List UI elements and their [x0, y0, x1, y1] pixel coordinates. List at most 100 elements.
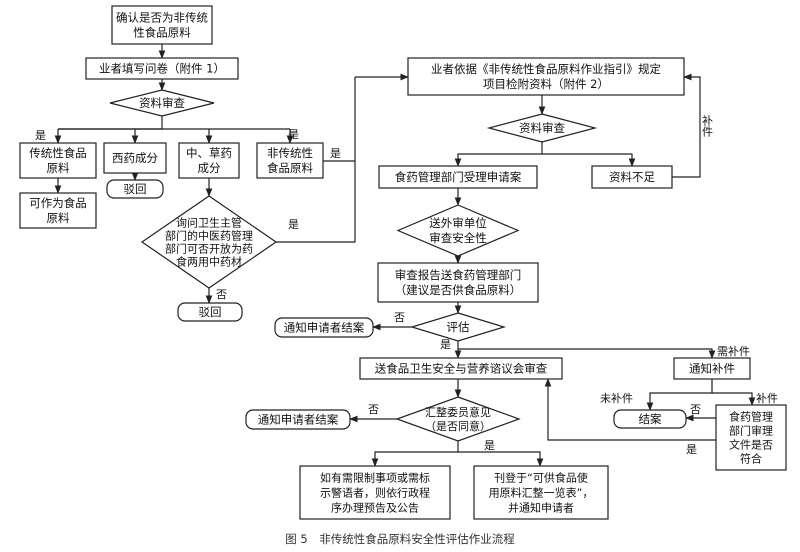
label-need-supp: 需补件 [717, 345, 750, 358]
edge-labels: 是 是 是 是 否 补件 否 是 需补件 否 是 未补件 补件 否 是 [35, 115, 778, 456]
node-review1-text: 资料审查 [139, 96, 185, 110]
node-line: 结案 [639, 412, 662, 426]
node-western: 西药成分 [103, 142, 167, 174]
node-line: 可作为食品 [29, 196, 87, 210]
node-line: 业者填写问卷（附件 1） [99, 62, 225, 76]
node-chinese-text: 中、草药成分 [186, 146, 232, 175]
label-yes-nontrad-guide: 是 [330, 147, 341, 160]
label-supplement-vertical: 补件 [701, 115, 714, 138]
node-line: 食两用中药材 [176, 254, 242, 268]
node-line: 送食品卫生安全与营养谘议会审查 [375, 362, 548, 376]
label-no-doc: 否 [690, 403, 701, 416]
label-yes-consult: 是 [288, 218, 299, 231]
node-line: 资料审查 [519, 121, 565, 135]
node-insufficient-text: 资料不足 [609, 170, 655, 184]
node-questionnaire-text: 业者填写问卷（附件 1） [99, 62, 225, 76]
figure-caption: 图 5 非传统性食品原料安全性评估作业流程 [285, 532, 515, 546]
label-not-supp: 未补件 [600, 392, 633, 405]
node-accept: 食药管理部门受理申请案 [378, 165, 538, 189]
node-line: 驳回 [124, 182, 147, 196]
node-line: 资料审查 [139, 96, 185, 110]
node-line: （建议是否供食品原料） [395, 283, 522, 297]
node-consult-text: 询问卫生主管部门的中医药管理部门可否开放为药食两用中药材 [165, 215, 253, 268]
node-unit-review-text: 送外审单位审查安全性 [429, 216, 487, 245]
node-line: 食药管理 [729, 409, 773, 423]
node-close: 结案 [613, 409, 687, 429]
node-line: 用原料汇整一览表”， [489, 485, 594, 499]
node-notify-close1-text: 通知申请者结案 [284, 321, 365, 335]
node-summary-text: 汇整委员意见（是否同意） [425, 405, 491, 433]
node-line: 如有需限制事项或需标 [320, 470, 430, 484]
node-line: 部门的中医药管理 [165, 228, 253, 242]
edge-review1-branches [58, 116, 163, 130]
node-evaluate: 评估 [409, 312, 507, 342]
node-questionnaire: 业者填写问卷（附件 1） [85, 57, 239, 80]
node-notify-supp-text: 通知补件 [689, 362, 735, 376]
nodes: 确认是否为非传统性食品原料 业者填写问卷（附件 1） 资料审查 传统性食品原料 … [19, 5, 787, 520]
node-line: 汇整委员意见 [425, 405, 491, 419]
label-yes-summary: 是 [484, 439, 495, 452]
edge-evaluate-notifysupp [458, 348, 716, 359]
node-line: 原料 [47, 211, 70, 225]
edge-insufficient-guide [672, 73, 701, 178]
node-line: 性食品原料 [133, 26, 191, 40]
node-doc-check-text: 食药管理部门审理文件是否符合 [729, 409, 773, 465]
node-line: 驳回 [199, 305, 222, 319]
node-line: 符合 [740, 451, 762, 465]
node-reject1-text: 驳回 [124, 182, 147, 196]
node-food-ok: 可作为食品原料 [19, 192, 97, 229]
node-confirm-text: 确认是否为非传统性食品原料 [116, 11, 208, 40]
label-yes-nontrad: 是 [288, 128, 299, 141]
node-line: 非传统性 [267, 146, 313, 160]
node-chinese: 中、草药成分 [178, 142, 240, 179]
edges [54, 44, 756, 467]
node-line: 项目检附资料（附件 2） [483, 77, 609, 91]
node-guide-text: 业者依据《非传统性食品原料作业指引》规定项目检附资料（附件 2） [431, 62, 661, 91]
node-reject2: 驳回 [177, 302, 243, 322]
node-line: 食药管理部门受理申请案 [395, 170, 522, 184]
node-insufficient: 资料不足 [591, 165, 673, 189]
node-line: 中、草药 [186, 146, 232, 160]
node-nontrad: 非传统性食品原料 [256, 142, 324, 179]
label-no-summary: 否 [368, 403, 379, 416]
node-line: 并通知申请者 [508, 500, 574, 514]
edge-doccheck-committee [544, 378, 716, 441]
edge-notifysupp-doccheck [712, 392, 756, 406]
node-committee-text: 送食品卫生安全与营养谘议会审查 [375, 362, 548, 376]
edge-summary-branch [371, 441, 459, 467]
label-yes-doc: 是 [686, 443, 697, 456]
node-confirm: 确认是否为非传统性食品原料 [111, 5, 213, 45]
node-guide: 业者依据《非传统性食品原料作业指引》规定项目检附资料（附件 2） [407, 57, 685, 96]
node-line: 文件是否 [729, 437, 773, 451]
node-notify-close2-text: 通知申请者结案 [258, 413, 339, 427]
node-review2: 资料审查 [486, 113, 598, 143]
node-traditional: 传统性食品原料 [19, 142, 97, 179]
node-reject1: 驳回 [106, 179, 164, 199]
node-line: 序办理预告及公告 [331, 500, 419, 514]
node-line: 西药成分 [112, 151, 158, 165]
node-notify-supp: 通知补件 [673, 357, 751, 380]
edge-review2-branch [454, 142, 543, 167]
node-line: 通知补件 [689, 362, 735, 376]
node-line: 询问卫生主管 [176, 215, 242, 229]
edge-consult-guide [276, 77, 356, 243]
node-summary: 汇整委员意见（是否同意） [395, 396, 521, 442]
node-line: 审查安全性 [429, 231, 487, 245]
node-restrict: 如有需限制事项或需标示警语者，则依行政程序办理预告及公告 [299, 465, 451, 520]
node-line: 示警语者，则依行政程 [320, 485, 430, 499]
label-yes-evaluate: 是 [440, 338, 451, 351]
edge-review2-insufficient [542, 153, 636, 167]
node-line: 部门审理 [729, 423, 773, 437]
label-yes-traditional: 是 [35, 129, 46, 142]
node-line: 成分 [198, 161, 221, 175]
node-notify-close1: 通知申请者结案 [274, 317, 374, 338]
node-review2-text: 资料审查 [519, 121, 565, 135]
node-line: 送外审单位 [429, 216, 487, 230]
label-no-consult: 否 [216, 288, 227, 301]
node-line: 确认是否为非传统 [116, 11, 208, 25]
node-line: 通知申请者结案 [284, 321, 365, 335]
label-supplemented: 补件 [756, 392, 778, 405]
node-unit-review: 送外审单位审查安全性 [396, 204, 520, 257]
node-line: 审查报告送食药管理部门 [395, 268, 522, 282]
node-reject2-text: 驳回 [199, 305, 222, 319]
